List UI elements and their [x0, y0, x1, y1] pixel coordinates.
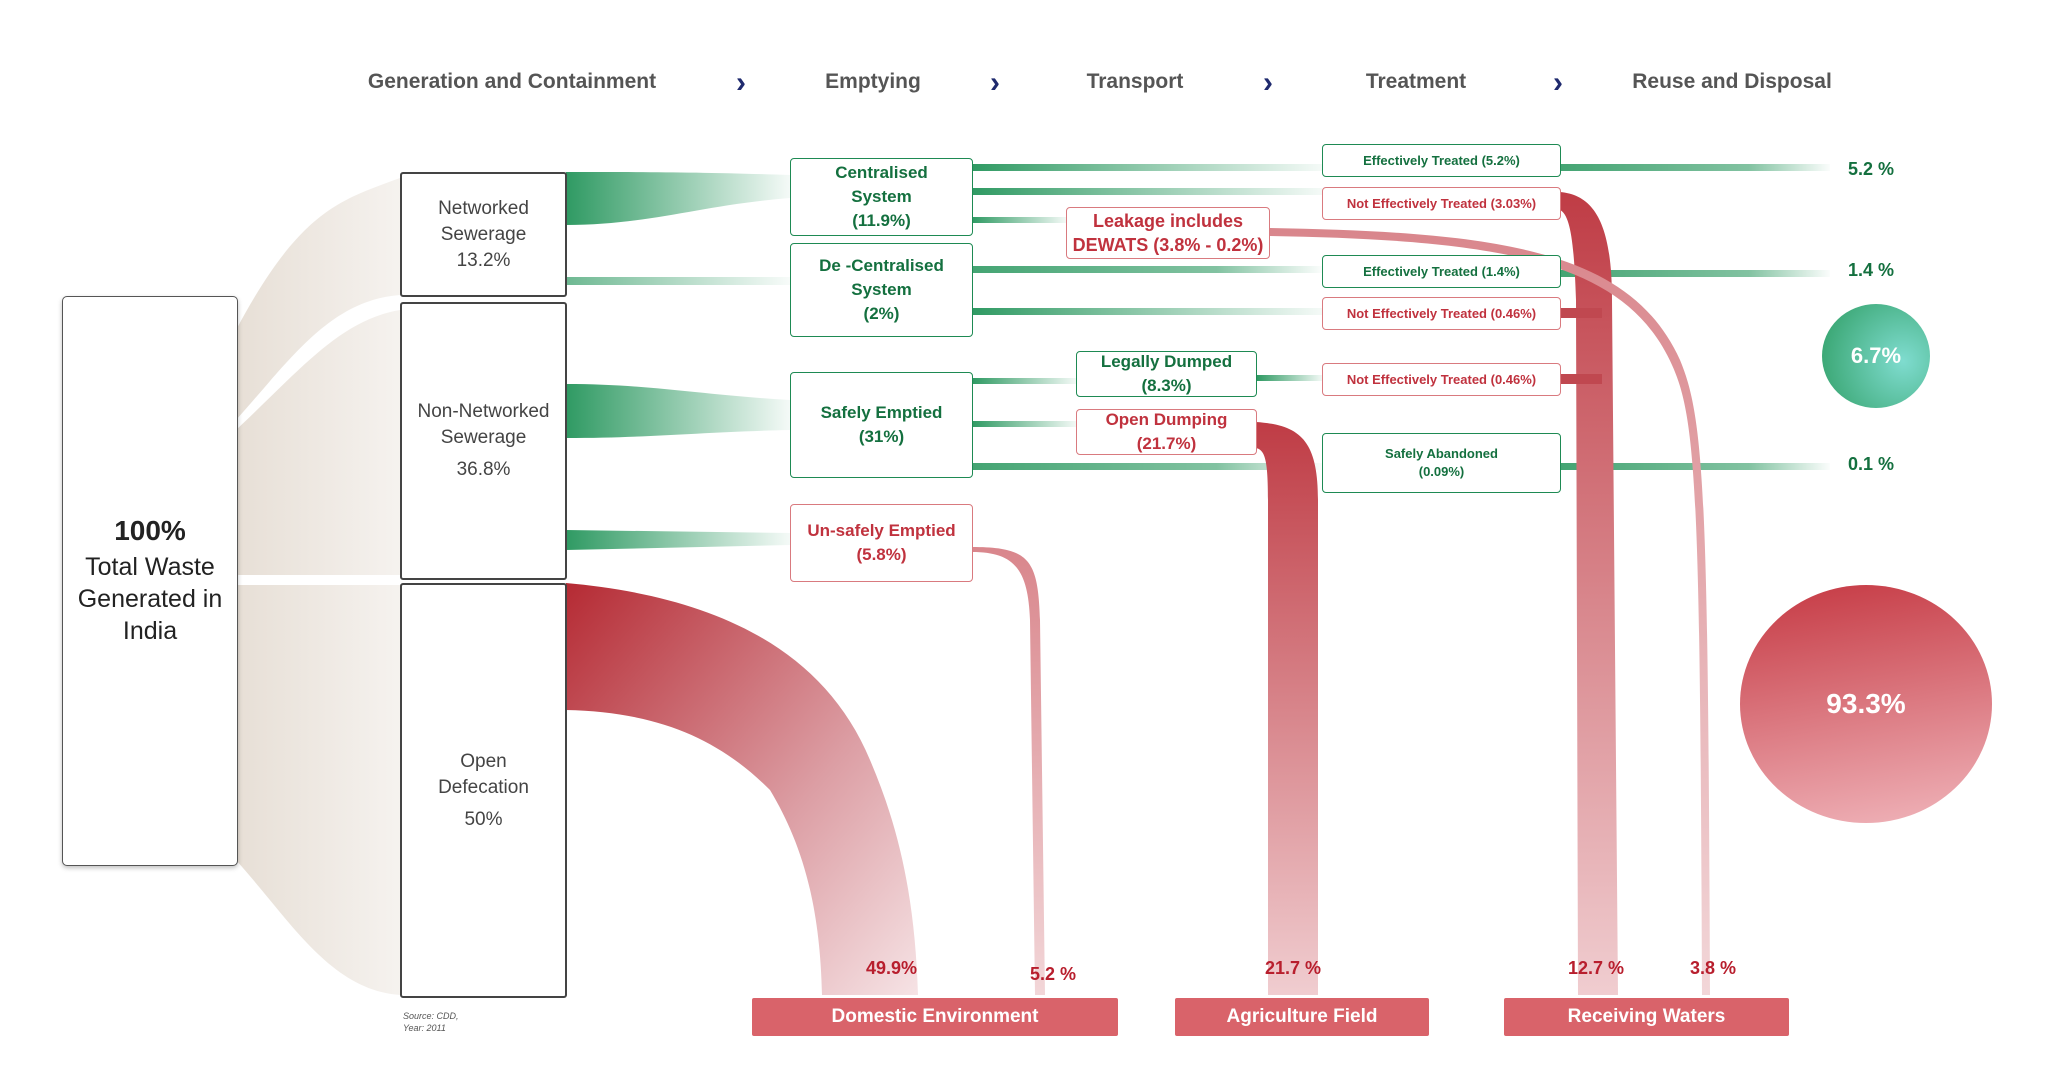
decentralised-line2: System	[851, 280, 912, 299]
legally-dumped-line2: (8.3%)	[1141, 376, 1192, 395]
safely-abandoned-line2: (0.09%)	[1418, 464, 1465, 479]
centralised-line1: Centralised	[835, 163, 928, 182]
flow-networked-decentralised	[566, 277, 790, 285]
open-dumping-box: Open Dumping (21.7%)	[1076, 409, 1257, 455]
chevron-right-icon: ›	[1553, 66, 1563, 99]
not-effectively-treated-3-box: Not Effectively Treated (0.46%)	[1322, 363, 1561, 396]
decentralised-system-box: De -Centralised System (2%)	[790, 243, 973, 337]
open-defecation-line1: Open	[460, 750, 507, 772]
safely-abandoned-line1: Safely Abandoned	[1385, 446, 1498, 461]
leakage-box: Leakage includes DEWATS (3.8% - 0.2%)	[1066, 207, 1270, 259]
chevron-right-icon: ›	[1263, 66, 1273, 99]
legally-dumped-box: Legally Dumped (8.3%)	[1076, 351, 1257, 397]
source-line2: Year: 2011	[403, 1023, 446, 1033]
line-dec-eff	[972, 266, 1322, 273]
stage-transport: Transport	[1086, 70, 1184, 93]
centralised-line2: System	[851, 187, 912, 206]
unsafely-emptied-line1: Un-safely Emptied	[807, 521, 956, 540]
pct-water-main: 12.7 %	[1568, 958, 1625, 978]
leakage-line2: DEWATS (3.8% - 0.2%)	[1072, 235, 1264, 255]
flow-leakage-waters	[1270, 228, 1710, 995]
non-networked-value: 36.8%	[456, 459, 511, 480]
pct-domestic-unsafe: 5.2 %	[1030, 964, 1077, 984]
flow-total-od	[236, 585, 400, 995]
stage-generation-containment: Generation and Containment	[367, 70, 657, 93]
flow-total-nonnetworked	[236, 310, 400, 575]
unsafely-emptied-line2: (5.8%)	[856, 545, 907, 564]
open-dumping-line2: (21.7%)	[1136, 434, 1197, 453]
line-reuse-2	[1560, 270, 1830, 277]
unsafe-summary-circle: 93.3%	[1740, 585, 1992, 823]
source-note: Source: CDD, Year: 2011	[403, 1010, 459, 1034]
flow-neff3-join	[1560, 374, 1602, 384]
line-legal-neff	[1257, 375, 1323, 381]
flow-nonnet-unsafely	[566, 530, 790, 550]
stage-treatment: Treatment	[1365, 70, 1467, 93]
total-label-2: Generated in	[77, 585, 223, 613]
total-waste-box: 100% Total Waste Generated in India	[62, 296, 238, 866]
effectively-treated-2-box: Effectively Treated (1.4%)	[1322, 255, 1561, 288]
not-effectively-treated-1-box: Not Effectively Treated (3.03%)	[1322, 187, 1561, 220]
open-defecation-line2: Defecation	[438, 776, 529, 798]
line-safe-legal	[972, 378, 1077, 384]
open-defecation-value: 50%	[464, 808, 503, 830]
networked-line1: Networked	[438, 197, 529, 219]
flow-neff-waters	[1560, 192, 1618, 995]
line-safe-abandoned	[972, 463, 1322, 470]
flow-total-networked	[236, 178, 400, 420]
chevron-right-icon: ›	[736, 66, 746, 99]
open-defecation-box: Open Defecation 50%	[400, 583, 567, 998]
total-label-3: India	[122, 617, 178, 645]
line-centralised-neff	[972, 188, 1322, 195]
legally-dumped-line1: Legally Dumped	[1100, 352, 1233, 371]
destination-domestic-environment: Domestic Environment	[752, 998, 1118, 1036]
unsafely-emptied-box: Un-safely Emptied (5.8%)	[790, 504, 973, 582]
non-networked-line2: Sewerage	[440, 427, 527, 448]
reuse-pct-2: 1.4 %	[1848, 260, 1895, 280]
line-dec-neff	[972, 308, 1322, 315]
pct-agri: 21.7 %	[1265, 958, 1322, 978]
leakage-line1: Leakage includes	[1092, 211, 1244, 231]
flow-unsafe-domestic	[972, 547, 1045, 995]
centralised-line3: (11.9%)	[852, 211, 911, 230]
safe-summary-circle: 6.7%	[1822, 304, 1930, 408]
networked-sewerage-box: Networked Sewerage 13.2%	[400, 172, 567, 297]
reuse-pct-3: 0.1 %	[1848, 454, 1895, 474]
line-reuse-1	[1560, 164, 1830, 171]
destination-agriculture-field: Agriculture Field	[1175, 998, 1429, 1036]
networked-line2: Sewerage	[440, 223, 527, 245]
safely-emptied-line2: (31%)	[858, 427, 905, 446]
pct-domestic-od: 49.9%	[866, 958, 918, 978]
non-networked-sewerage-box: Non-Networked Sewerage 36.8%	[400, 302, 567, 580]
flow-neff2-join	[1560, 308, 1602, 318]
safely-abandoned-box: Safely Abandoned (0.09%)	[1322, 433, 1561, 493]
reuse-pct-1: 5.2 %	[1848, 159, 1895, 179]
decentralised-line1: De -Centralised	[819, 256, 944, 275]
chevron-right-icon: ›	[990, 66, 1000, 99]
safely-emptied-box: Safely Emptied (31%)	[790, 372, 973, 478]
line-centralised-leak	[972, 217, 1067, 223]
stage-reuse-disposal: Reuse and Disposal	[1632, 70, 1832, 93]
effectively-treated-1-box: Effectively Treated (5.2%)	[1322, 144, 1561, 177]
total-percent: 100%	[114, 515, 186, 546]
flow-od-domestic	[566, 583, 918, 995]
safely-emptied-line1: Safely Emptied	[820, 403, 943, 422]
decentralised-line3: (2%)	[863, 304, 900, 323]
pct-water-leak: 3.8 %	[1690, 958, 1737, 978]
open-dumping-line1: Open Dumping	[1105, 410, 1228, 429]
non-networked-line1: Non-Networked	[417, 401, 550, 422]
line-centralised-eff	[972, 164, 1322, 171]
centralised-system-box: Centralised System (11.9%)	[790, 158, 973, 236]
not-effectively-treated-2-box: Not Effectively Treated (0.46%)	[1322, 297, 1561, 330]
flow-networked-centralised	[566, 172, 790, 225]
source-line1: Source: CDD,	[403, 1011, 459, 1021]
stage-emptying: Emptying	[825, 70, 921, 93]
flow-opendump-agri	[1256, 422, 1318, 995]
line-safe-open	[972, 421, 1077, 427]
destination-receiving-waters: Receiving Waters	[1504, 998, 1789, 1036]
networked-value: 13.2%	[456, 249, 511, 271]
total-label-1: Total Waste	[85, 553, 215, 581]
flow-nonnet-safely	[566, 384, 790, 438]
